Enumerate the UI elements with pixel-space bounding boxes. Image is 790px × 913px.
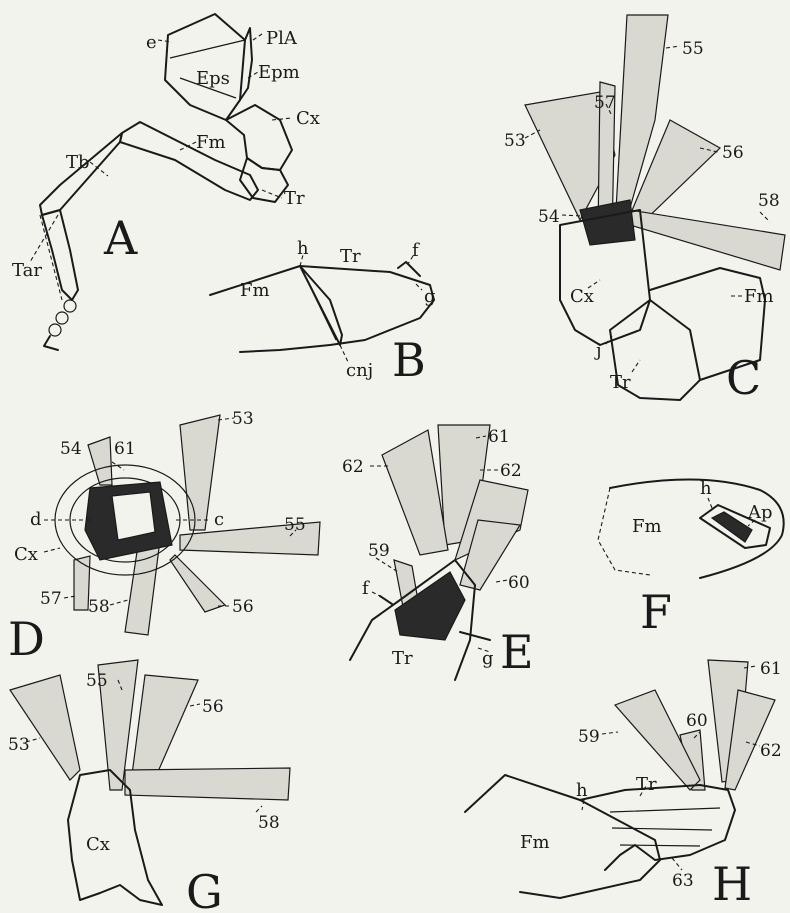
label-g-b: g — [424, 286, 436, 307]
label-63-h: 63 — [672, 871, 694, 891]
panel-b: h Tr f Fm g cnj B — [210, 238, 436, 387]
trochanter-a-outline — [240, 158, 288, 202]
label-53-c: 53 — [504, 131, 526, 151]
label-58-g: 58 — [258, 813, 280, 833]
label-53-d: 53 — [232, 409, 254, 429]
label-cx-a: Cx — [296, 108, 320, 129]
tarsus-outline — [42, 210, 78, 300]
label-tb: Tb — [66, 152, 90, 173]
label-tr-h: Tr — [636, 774, 657, 795]
muscle-58-c — [630, 210, 785, 270]
label-j-c: j — [594, 340, 602, 361]
label-53-g: 53 — [8, 735, 30, 755]
coxal-cavity-c — [580, 200, 635, 245]
panel-letter-h: H — [712, 857, 752, 911]
label-h-h: h — [576, 780, 588, 801]
label-cnj: cnj — [346, 360, 373, 381]
label-56-g: 56 — [202, 697, 224, 717]
label-58-c: 58 — [758, 191, 780, 211]
label-fm-a: Fm — [196, 132, 226, 153]
label-55-c: 55 — [682, 39, 704, 59]
panel-letter-c: C — [726, 351, 761, 405]
label-fm-h: Fm — [520, 832, 550, 853]
panel-d: 53 54 61 d c 55 Cx 57 58 56 D — [8, 409, 320, 666]
label-h-b: h — [297, 238, 309, 259]
label-tr-c: Tr — [610, 372, 631, 393]
label-60-h: 60 — [686, 711, 708, 731]
label-62-right-e: 62 — [500, 461, 522, 481]
muscle-62-left-e — [382, 430, 448, 555]
label-61-d: 61 — [114, 439, 136, 459]
label-epm: Epm — [258, 62, 300, 83]
label-tr-a: Tr — [284, 188, 305, 209]
label-59-e: 59 — [368, 541, 390, 561]
label-cx-d: Cx — [14, 544, 38, 565]
panel-c: 55 57 53 56 54 58 Cx Fm j Tr C — [504, 15, 785, 405]
label-d-d: d — [30, 509, 42, 530]
label-h-f: h — [700, 478, 712, 499]
hinge-f-b — [398, 262, 420, 276]
panel-letter-d: D — [8, 612, 45, 666]
hinge-g-e — [460, 632, 490, 640]
label-g-e: g — [482, 648, 494, 669]
panel-letter-f: F — [640, 585, 672, 639]
label-f-e: f — [362, 578, 370, 599]
label-57-c: 57 — [594, 93, 616, 113]
label-tr-b: Tr — [340, 246, 361, 267]
panel-letter-e: E — [500, 625, 534, 679]
label-54-d: 54 — [60, 439, 82, 459]
femur-a-outline — [120, 122, 258, 200]
tibia-a-outline — [40, 133, 122, 215]
muscle-54-d — [88, 437, 112, 485]
label-fm-f: Fm — [632, 516, 662, 537]
label-c-d: c — [214, 509, 224, 530]
episternum-outline — [165, 14, 245, 120]
coxa-a-outline — [226, 105, 292, 170]
label-61-h: 61 — [760, 659, 782, 679]
label-fm-c: Fm — [744, 286, 774, 307]
panel-h: 61 60 59 62 h Tr Fm 63 H — [465, 659, 782, 911]
label-55-d: 55 — [284, 515, 306, 535]
panel-letter-a: A — [103, 211, 138, 265]
label-62-h: 62 — [760, 741, 782, 761]
label-ap: Ap — [747, 502, 773, 523]
label-54-c: 54 — [538, 207, 560, 227]
panel-a: e PlA Eps Epm Cx Tb Fm Tr Tar A — [12, 14, 320, 350]
label-eps: Eps — [196, 68, 230, 89]
panel-letter-b: B — [392, 333, 426, 387]
label-61-e: 61 — [488, 427, 510, 447]
label-57-d: 57 — [40, 589, 62, 609]
muscle-58-g — [125, 768, 290, 800]
panel-letter-g: G — [186, 865, 223, 913]
label-f-b: f — [412, 240, 420, 261]
label-cx-g: Cx — [86, 834, 110, 855]
femur-h-outline — [465, 775, 660, 898]
label-tar: Tar — [12, 260, 42, 281]
label-56-d: 56 — [232, 597, 254, 617]
label-pla: PlA — [266, 28, 298, 49]
muscle-56-d — [170, 555, 225, 612]
claw — [44, 336, 58, 350]
panel-e: 61 62 62 59 60 f g Tr E — [342, 425, 534, 680]
label-55-g: 55 — [86, 671, 108, 691]
hinge-f-e — [380, 596, 392, 604]
label-59-h: 59 — [578, 727, 600, 747]
panel-f: h Ap Fm F — [598, 478, 784, 639]
label-tr-e: Tr — [392, 648, 413, 669]
label-fm-b: Fm — [240, 280, 270, 301]
label-e: e — [146, 32, 157, 53]
label-60-e: 60 — [508, 573, 530, 593]
label-58-d: 58 — [88, 597, 110, 617]
muscle-53-g — [10, 675, 80, 780]
panel-g: 55 56 53 58 Cx G — [8, 660, 290, 913]
label-56-c: 56 — [722, 143, 744, 163]
label-cx-c: Cx — [570, 286, 594, 307]
label-62-left-e: 62 — [342, 457, 364, 477]
